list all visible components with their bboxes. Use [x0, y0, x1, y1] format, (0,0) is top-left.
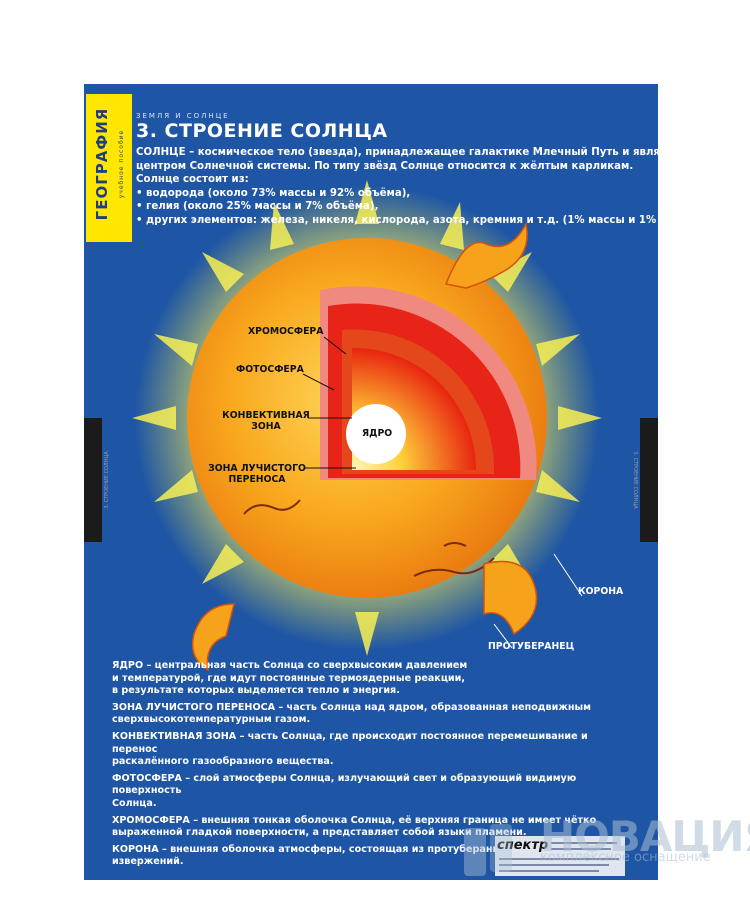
subject-title: ГЕОГРАФИЯ: [93, 107, 111, 221]
definition-core: ЯДРО – центральная часть Солнца со сверх…: [112, 660, 468, 697]
sun-illustration: [132, 180, 602, 672]
publisher-fineprint: [499, 858, 619, 860]
label-leaders-outside: [493, 553, 583, 649]
intro-line: • других элементов: железа, никеля, кисл…: [136, 214, 713, 226]
label-photosphere: ФОТОСФЕРА: [236, 364, 304, 375]
intro-line: • гелия (около 25% массы и 7% объёма),: [136, 201, 379, 212]
publisher-logo: спектр: [497, 838, 549, 853]
side-strip-text: 3. СТРОЕНИЕ СОЛНЦА: [104, 451, 110, 509]
publisher-fineprint: [551, 848, 611, 850]
publisher-block: спектр: [495, 836, 625, 876]
watermark-name: НОВАЦИЯ: [540, 812, 750, 861]
subject-subtitle: учебное пособие: [118, 129, 125, 199]
definitions: ЯДРО – центральная часть Солнца со сверх…: [112, 660, 632, 873]
label-chromosphere: ХРОМОСФЕРА: [248, 326, 324, 337]
label-leaders: [302, 336, 356, 469]
label-convective-zone: КОНВЕКТИВНАЯ ЗОНА: [222, 410, 310, 432]
publisher-fineprint: [551, 842, 617, 844]
definition-radiative-zone: ЗОНА ЛУЧИСТОГО ПЕРЕНОСА – часть Солнца н…: [112, 701, 592, 726]
watermark-tagline: комплексное оснащение: [540, 850, 711, 865]
label-radiative-zone: ЗОНА ЛУЧИСТОГО ПЕРЕНОСА: [208, 463, 306, 485]
side-strip-right: 3. СТРОЕНИЕ СОЛНЦА: [632, 418, 658, 542]
side-strip-text: 3. СТРОЕНИЕ СОЛНЦА: [632, 451, 638, 509]
label-core: ЯДРО: [362, 428, 393, 439]
watermark-logo-icon: [464, 824, 512, 876]
publisher-fineprint: [499, 864, 609, 866]
surface-filaments: [243, 499, 495, 577]
label-prominence: ПРОТУБЕРАНЕЦ: [488, 641, 575, 652]
prominences: [191, 221, 538, 672]
definition-photosphere: ФОТОСФЕРА – слой атмосферы Солнца, излуч…: [112, 772, 577, 809]
publisher-fineprint: [499, 870, 599, 872]
intro-line: • водорода (около 73% массы и 92% объёма…: [136, 187, 411, 199]
sun-core: [346, 404, 406, 464]
subject-tab: ГЕОГРАФИЯ учебное пособие: [86, 94, 132, 242]
intro-text: СОЛНЦЕ – космическое тело (звезда), прин…: [136, 146, 713, 227]
series-title: ЗЕМЛЯ И СОЛНЦЕ: [136, 112, 230, 120]
definition-corona: КОРОНА – внешняя оболочка атмосферы, сос…: [112, 843, 614, 868]
label-corona: КОРОНА: [578, 586, 624, 597]
intro-line: центром Солнечной системы. По типу звёзд…: [136, 160, 634, 172]
intro-line: Солнце состоит из:: [136, 174, 249, 185]
definition-convective-zone: КОНВЕКТИВНАЯ ЗОНА – часть Солнца, где пр…: [112, 730, 588, 768]
definition-chromosphere: ХРОМОСФЕРА – внешняя тонкая оболочка Сол…: [112, 814, 597, 839]
page-title: 3. СТРОЕНИЕ СОЛНЦА: [136, 120, 388, 142]
intro-line: СОЛНЦЕ – космическое тело (звезда), прин…: [136, 147, 708, 158]
side-strip-left: 3. СТРОЕНИЕ СОЛНЦА: [84, 418, 110, 542]
